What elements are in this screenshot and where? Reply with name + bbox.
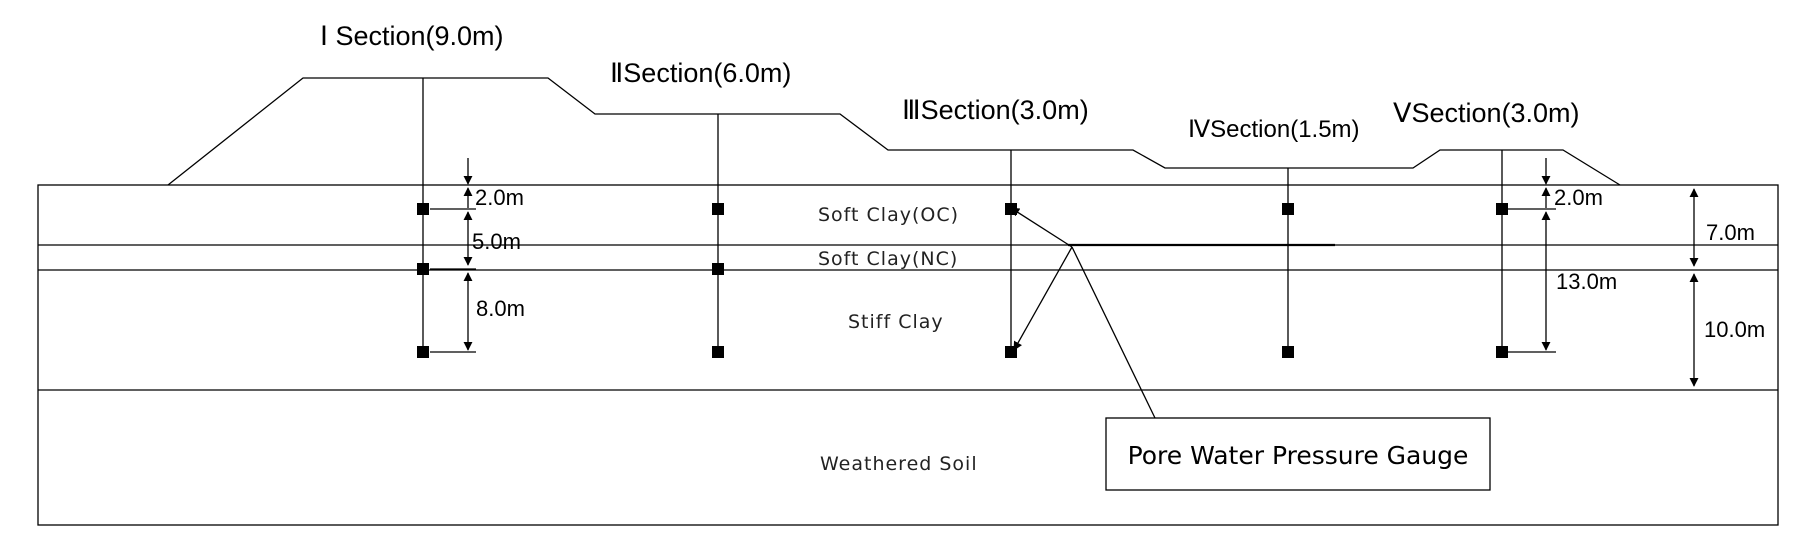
callout-label: Pore Water Pressure Gauge [1128,441,1469,470]
left-dimension-chain [430,158,476,353]
callout-box [1105,417,1491,491]
gauge-marker [1282,203,1294,215]
callout-leader-main [1071,246,1156,419]
callout-leader-up [1010,207,1073,248]
layer-label-soft-clay-oc: Soft Clay(OC) [818,204,959,226]
dim-label-left-2m: 2.0m [475,185,524,210]
gauge-marker [1496,203,1508,215]
dim-label-left-5m: 5.0m [472,229,521,254]
gauge-marker [1005,203,1017,215]
section-2-title: ⅡSection(6.0m) [610,58,791,88]
dim-label-10m: 10.0m [1704,317,1765,342]
gauge-marker [417,346,429,358]
dim-label-right-2m: 2.0m [1554,185,1603,210]
layer-label-soft-clay-nc: Soft Clay(NC) [818,248,958,270]
dim-label-left-8m: 8.0m [476,296,525,321]
embankment-outline [167,77,1621,186]
layer-label-weathered-soil: Weathered Soil [820,453,978,475]
gauge-marker [1496,346,1508,358]
section-1-title: Ⅰ Section(9.0m) [320,21,504,51]
gauge-marker [712,203,724,215]
gauge-marker [1282,346,1294,358]
dim-label-7m: 7.0m [1706,220,1755,245]
gauge-marker [712,346,724,358]
gauge-marker [417,203,429,215]
gauge-marker [712,263,724,275]
section-4-title: ⅣSection(1.5m) [1188,116,1360,143]
gauge-marker [417,263,429,275]
gauges [417,203,1508,358]
section-5-title: ⅤSection(3.0m) [1393,98,1580,128]
right-dimension-chain [1508,158,1556,353]
section-3-title: ⅢSection(3.0m) [902,95,1089,125]
callout-leader-down [1013,246,1073,351]
layer-label-stiff-clay: Stiff Clay [848,311,944,333]
dim-label-right-13m: 13.0m [1556,269,1617,294]
ground-profile-box [37,184,1779,526]
